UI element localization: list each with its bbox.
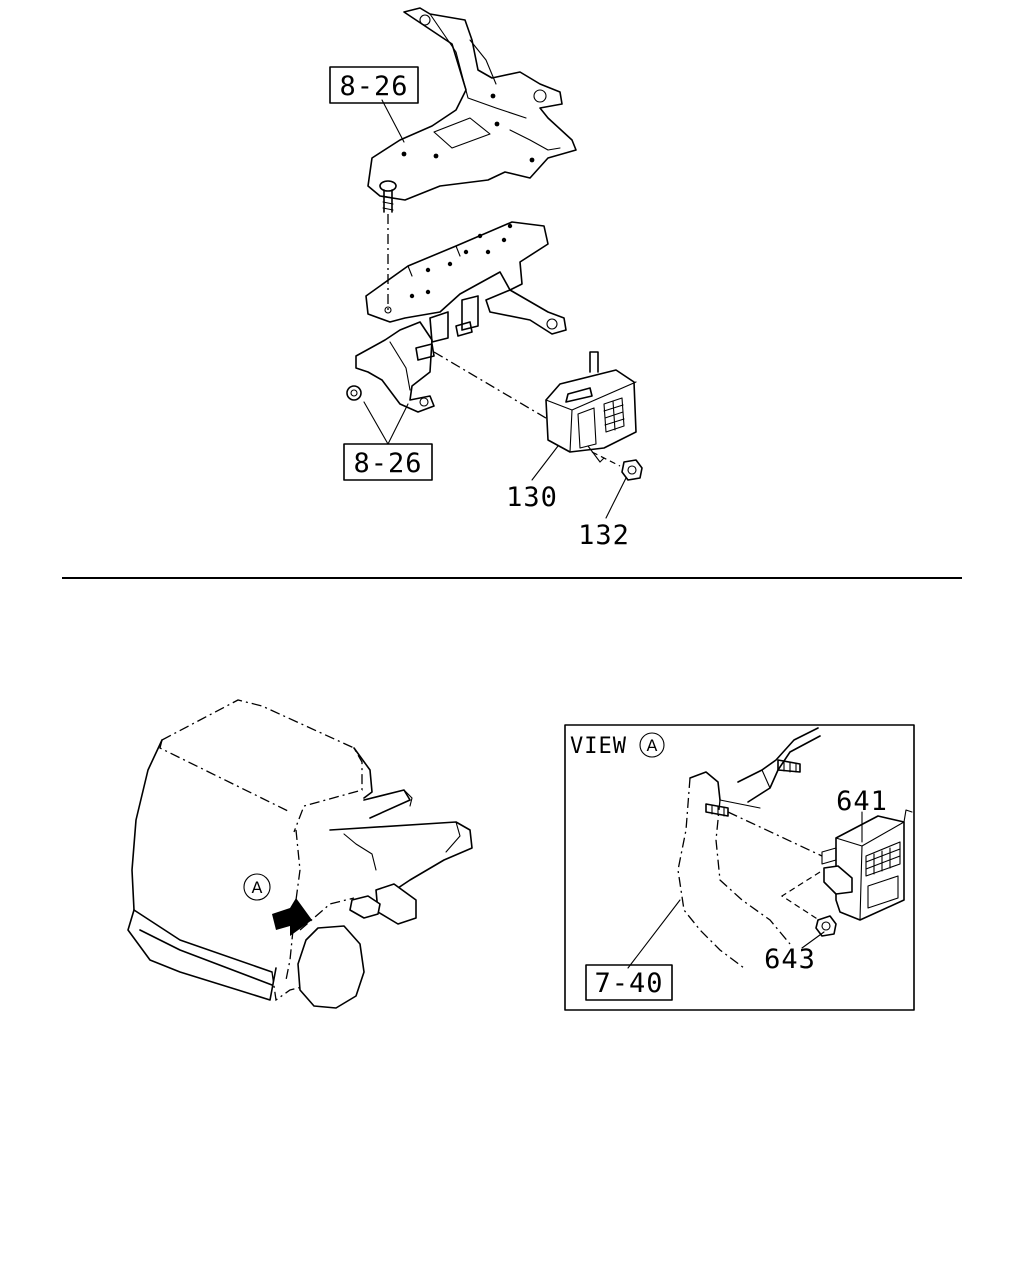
nut-132 [591, 451, 643, 481]
part-number-641: 641 [836, 786, 888, 817]
part-number-643: 643 [764, 944, 816, 975]
truck-wheel [297, 897, 365, 1009]
control-unit-130 [545, 351, 637, 463]
bolt-upper [379, 180, 397, 310]
ref-box-upper: 8-26 [329, 66, 419, 104]
ref-label-lower: 8-26 [353, 448, 422, 479]
ref-label-view: 7-40 [594, 968, 663, 999]
view-a-panel: VIEW A [564, 724, 915, 1011]
control-unit-641 [821, 809, 913, 921]
ref-box-lower: 8-26 [343, 443, 433, 481]
nut-643 [815, 915, 837, 937]
view-title-letter: A [647, 736, 658, 755]
part-number-132: 132 [578, 520, 630, 551]
ref-box-view: 7-40 [585, 964, 673, 1001]
leader-lines-view [627, 811, 863, 969]
view-title: VIEW [570, 734, 627, 759]
lower-bracket-frame [355, 221, 567, 413]
truck-frame-rails [329, 789, 473, 901]
view-marker-letter: A [252, 878, 263, 897]
ref-label-upper: 8-26 [339, 71, 408, 102]
view-arrow [272, 898, 312, 936]
part-number-130: 130 [506, 482, 558, 513]
truck-unit-location [349, 883, 417, 925]
upper-bracket [367, 7, 577, 201]
studs-upper [415, 321, 557, 425]
washer-nut-left [346, 385, 362, 401]
leader-lines-top [363, 99, 627, 519]
view-marker-a: A [243, 873, 271, 901]
truck-cab-outline [127, 699, 373, 1002]
view-a-studs [705, 759, 823, 923]
